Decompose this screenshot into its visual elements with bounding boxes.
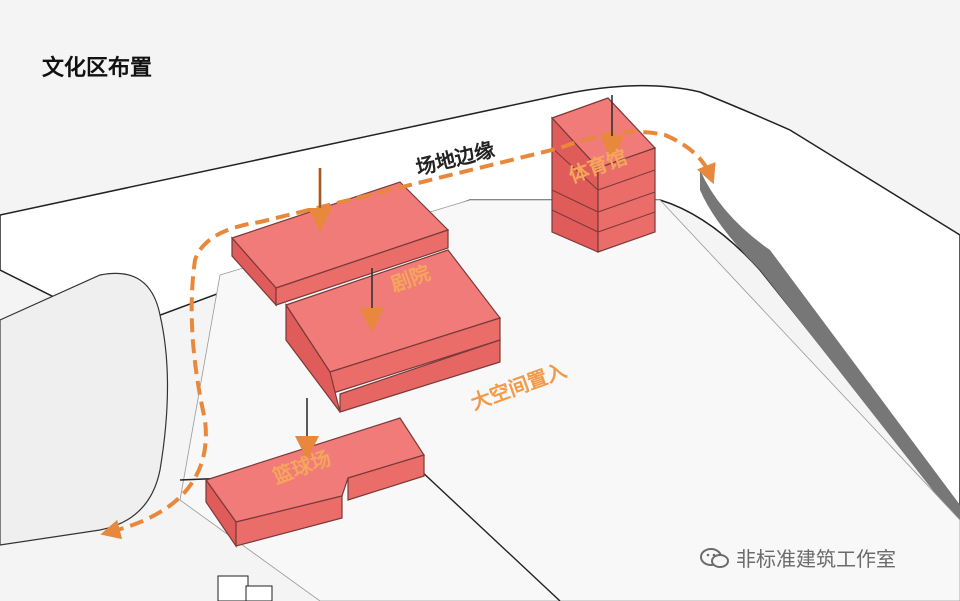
watermark-text: 非标准建筑工作室 (736, 547, 896, 571)
arrow-gym (600, 95, 624, 160)
small-structure (217, 575, 273, 601)
page-title: 文化区布置 (42, 56, 153, 81)
curb-shadow (700, 170, 960, 525)
watermark: 非标准建筑工作室 (700, 543, 896, 572)
arrow-court (295, 398, 319, 460)
arrow-theater-front (360, 268, 384, 332)
arrow-theater (308, 168, 332, 232)
left-plaza (0, 272, 169, 546)
wechat-icon (700, 547, 729, 568)
